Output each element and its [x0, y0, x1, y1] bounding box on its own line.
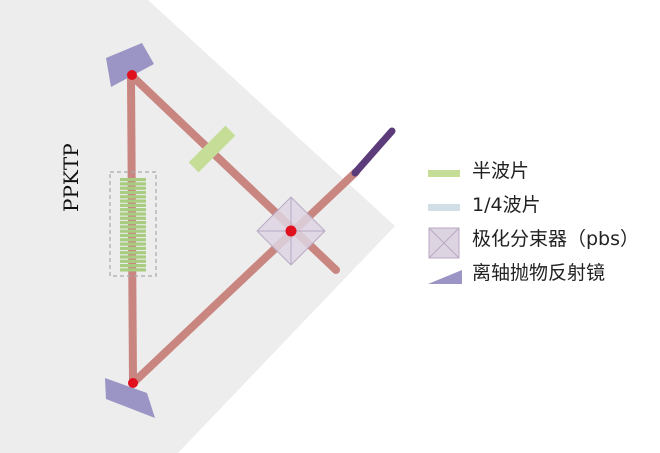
legend: 半波片 1/4波片 极化分束器（pbs） 离轴抛物反射镜 — [428, 158, 653, 294]
crystal-stripe — [120, 190, 146, 195]
output-beam — [351, 127, 396, 177]
beam-top-to-bottom — [127, 71, 137, 387]
crystal-stripe — [120, 186, 146, 190]
crystal-stripe — [120, 225, 146, 229]
crystal-stripe — [120, 259, 146, 263]
legend-item-quarter-wave-plate: 1/4波片 — [428, 192, 653, 226]
pbs-swatch — [428, 227, 460, 259]
crystal-stripe — [120, 255, 146, 259]
bottom-mirror — [105, 378, 155, 418]
crystal-stripe — [120, 212, 146, 216]
crystal-stripe — [120, 251, 146, 255]
crystal-stripe — [120, 216, 146, 220]
crystal-stripe — [120, 203, 146, 207]
beam-bottom-to-output — [130, 168, 360, 386]
legend-label-quarter-wave-plate: 1/4波片 — [472, 194, 541, 216]
crystal-stripe — [120, 264, 146, 268]
top-focus-point — [127, 70, 137, 80]
pbs-focus-point — [285, 225, 297, 237]
legend-item-pbs: 极化分束器（pbs） — [428, 226, 653, 260]
crystal-stripe — [120, 246, 146, 250]
mirror-swatch — [428, 270, 462, 284]
crystal-stripe — [120, 208, 146, 212]
top-mirror — [106, 43, 154, 87]
ppktp-crystal — [109, 171, 157, 277]
quarter-wave-plate-swatch — [428, 204, 460, 211]
crystal-stripe — [120, 199, 146, 203]
crystal-stripe — [120, 242, 146, 246]
legend-label-pbs: 极化分束器（pbs） — [472, 228, 640, 250]
half-wave-plate-swatch — [428, 170, 460, 177]
half-wave-plate — [188, 125, 236, 173]
ppktp-label: PPKTP — [59, 143, 83, 212]
crystal-stripe — [120, 238, 146, 242]
legend-label-half-wave-plate: 半波片 — [472, 160, 530, 182]
crystal-stripe — [120, 182, 146, 186]
crystal-stripe — [120, 195, 146, 199]
background-region — [0, 0, 395, 453]
crystal-stripe — [120, 229, 146, 233]
legend-label-mirror: 离轴抛物反射镜 — [472, 262, 606, 284]
legend-item-mirror: 离轴抛物反射镜 — [428, 260, 653, 294]
legend-item-half-wave-plate: 半波片 — [428, 158, 653, 192]
crystal-stripe — [120, 221, 146, 225]
crystal-stripe — [120, 178, 146, 182]
bottom-focus-point — [128, 378, 138, 388]
crystal-stripe — [120, 268, 146, 272]
crystal-stripe — [120, 233, 146, 238]
